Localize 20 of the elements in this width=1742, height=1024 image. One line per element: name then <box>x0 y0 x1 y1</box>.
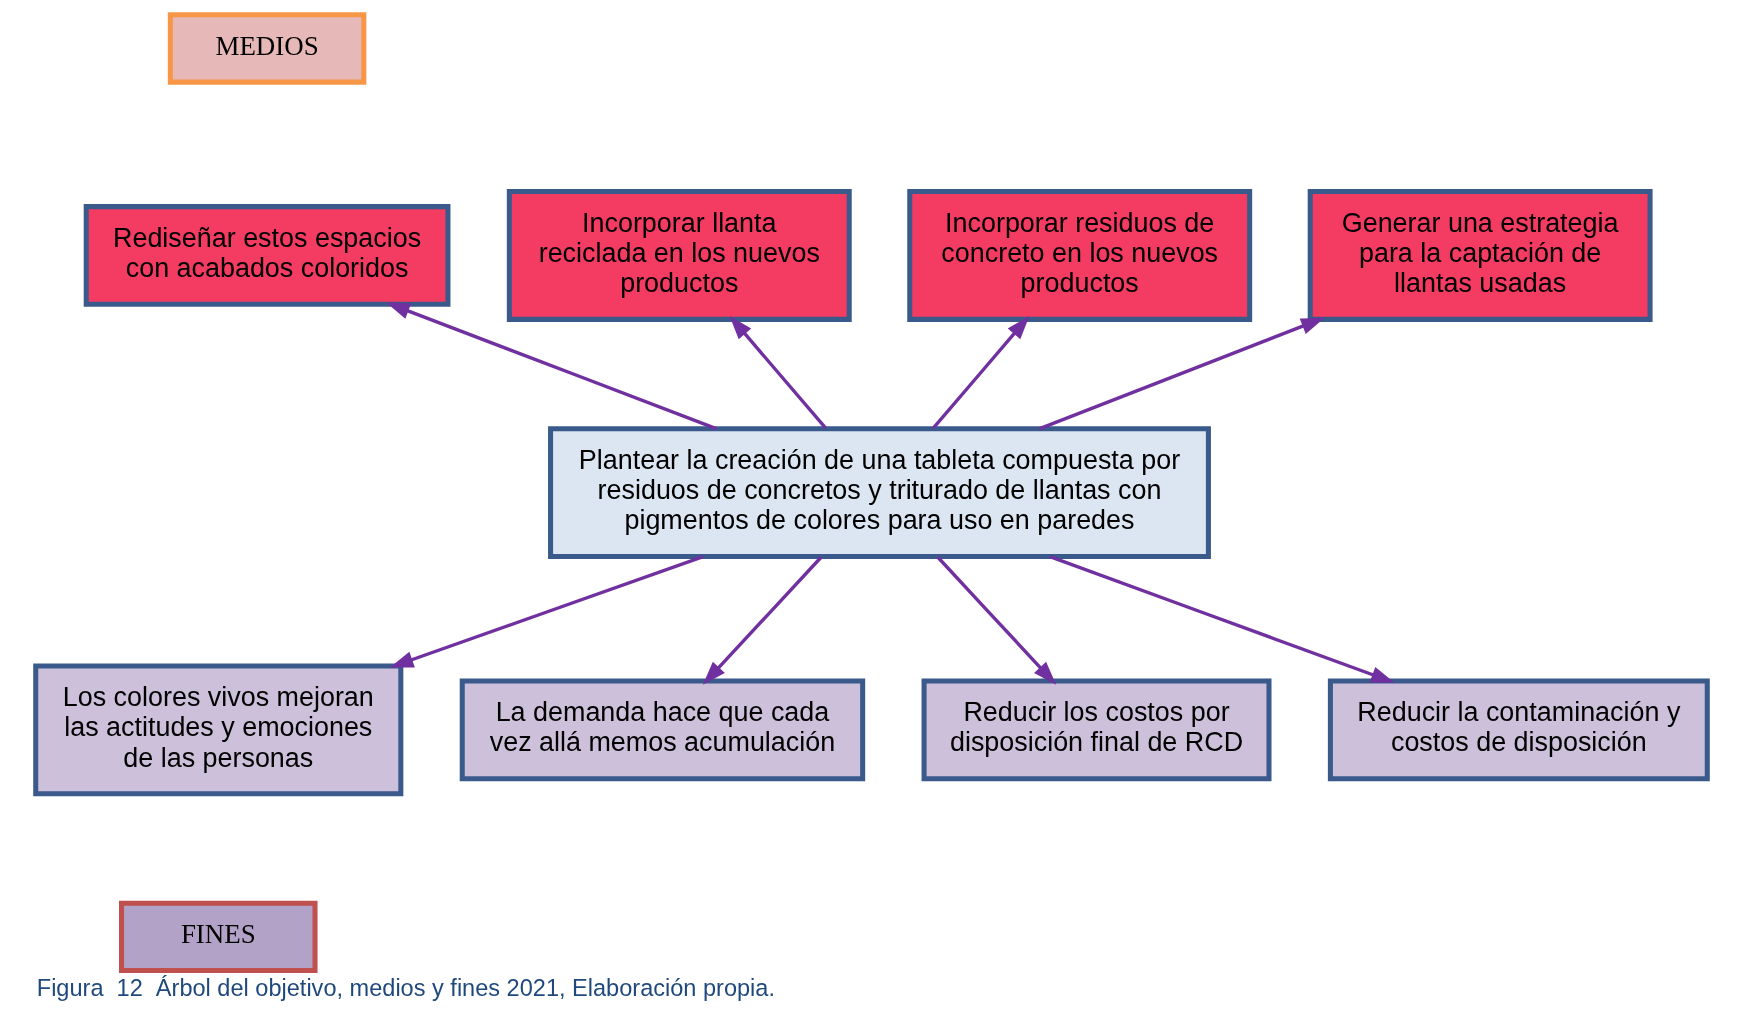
arrow <box>931 315 1029 430</box>
arrow <box>389 555 704 668</box>
node-box: Generar una estrategia para la captación de llantas usadas <box>1307 188 1653 322</box>
arrow <box>935 555 1056 685</box>
arrow <box>385 302 717 431</box>
node-box: La demanda hace que cada vez allá memos acumulación <box>459 678 865 782</box>
node-box: Incorporar llanta reciclada en los nuevos productos <box>506 188 852 322</box>
node-box: Plantear la creación de una tableta compuesta por residuos de concretos y triturado de llantas con pigmentos de colores para uso en paredes <box>547 426 1211 560</box>
caption: Figura 12 Árbol del objetivo, medios y fines 2021, Elaboración propia. <box>36 975 775 1002</box>
node-box: Reducir los costos por disposición final de RCD <box>921 678 1271 782</box>
node-box: Rediseñar estos espacios con acabados coloridos <box>83 204 450 307</box>
node-box: FINES <box>118 900 318 973</box>
node-box: Incorporar residuos de concreto en los nuevos productos <box>906 188 1252 322</box>
arrow <box>1048 555 1395 683</box>
arrow <box>702 555 823 685</box>
node-box: Reducir la contaminación y costos de disposición <box>1327 678 1710 782</box>
arrow <box>729 315 827 430</box>
arrow <box>1038 317 1325 431</box>
node-box: MEDIOS <box>167 12 366 85</box>
node-box: Los colores vivos mejoran las actitudes y emociones de las personas <box>32 663 403 797</box>
